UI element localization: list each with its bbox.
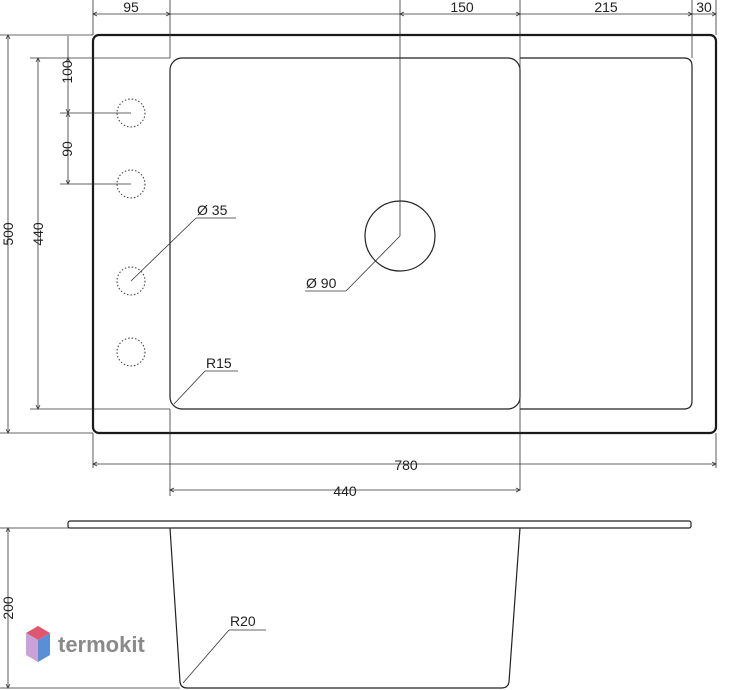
logo-cube-left bbox=[26, 633, 38, 662]
logo-cube-right bbox=[38, 633, 50, 662]
dim-95: 95 bbox=[123, 0, 139, 15]
dim-200: 200 bbox=[0, 596, 16, 620]
dim-90: 90 bbox=[59, 141, 75, 157]
dim-500: 500 bbox=[0, 222, 16, 246]
tap-hole-1 bbox=[116, 98, 146, 128]
label-drain-90: Ø 90 bbox=[306, 275, 337, 291]
tap-hole-4 bbox=[116, 337, 146, 367]
dim-30: 30 bbox=[696, 0, 712, 15]
dim-440-vertical: 440 bbox=[30, 222, 46, 246]
label-r20: R20 bbox=[230, 613, 256, 629]
dim-440-horizontal: 440 bbox=[333, 483, 357, 499]
sink-outline bbox=[91, 33, 718, 435]
tap-hole-3 bbox=[116, 266, 146, 296]
top-view: 95 150 215 30 500 440 100 90 Ø 35 bbox=[0, 0, 718, 499]
side-view: 200 R20 bbox=[0, 520, 692, 689]
tap-hole-2 bbox=[116, 169, 146, 199]
drainboard-outline bbox=[520, 57, 693, 410]
dim-150: 150 bbox=[450, 0, 474, 15]
logo-text: termokit bbox=[58, 632, 145, 657]
dim-100: 100 bbox=[59, 60, 75, 84]
rim-profile bbox=[67, 520, 692, 529]
dim-215: 215 bbox=[594, 0, 618, 15]
label-r15: R15 bbox=[206, 355, 232, 371]
label-hole-35: Ø 35 bbox=[197, 202, 228, 218]
termokit-logo: termokit bbox=[26, 626, 145, 662]
dim-780: 780 bbox=[394, 457, 418, 473]
bowl-profile bbox=[169, 527, 521, 689]
